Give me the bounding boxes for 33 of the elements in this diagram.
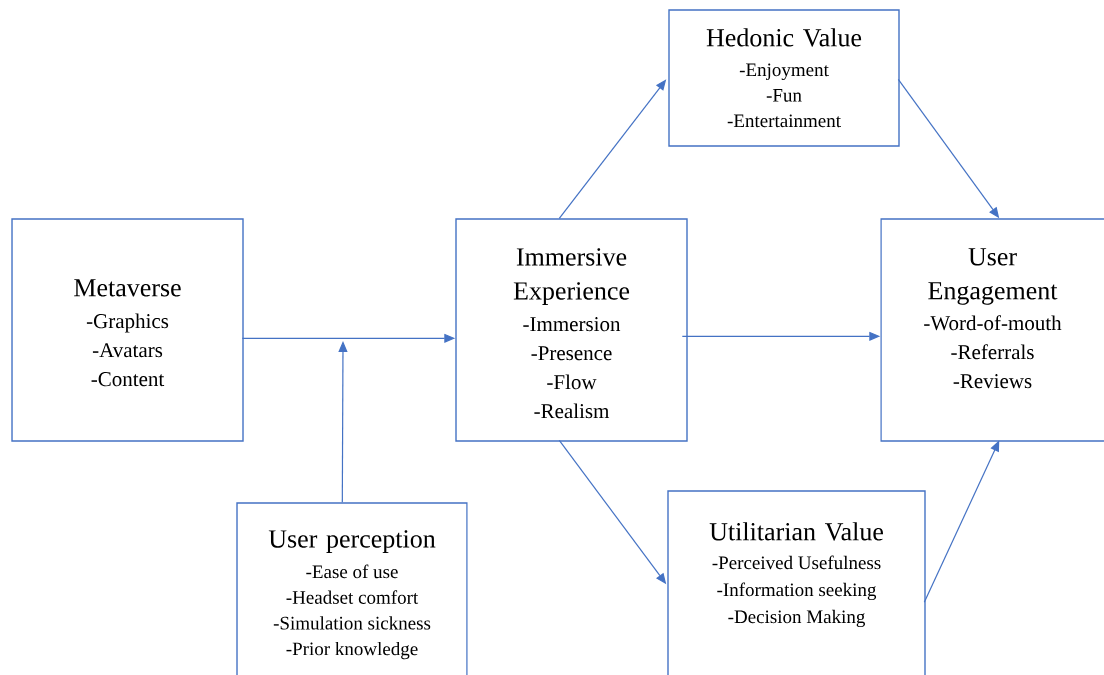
item-text: -Realism bbox=[534, 403, 610, 419]
item-text: -Fun bbox=[766, 89, 802, 102]
item-text: -Information seeking bbox=[717, 582, 877, 601]
item-text: -Prior knowledge bbox=[286, 641, 418, 660]
item-text: -Flow bbox=[547, 374, 597, 390]
item-text: -Ease of use bbox=[306, 564, 398, 579]
item-text: -Decision Making bbox=[728, 609, 865, 628]
concept-box bbox=[668, 9, 900, 147]
item-text: -Reviews bbox=[953, 374, 1032, 389]
item-text: -Content bbox=[91, 372, 165, 387]
concept-box bbox=[236, 502, 468, 675]
item-text: -Presence bbox=[531, 346, 612, 361]
concept-box bbox=[455, 218, 688, 442]
concept-box bbox=[11, 218, 244, 442]
item-text: -Headset comfort bbox=[286, 590, 419, 604]
item-text: -Enjoyment bbox=[739, 63, 829, 81]
box-heading: User perception bbox=[268, 530, 436, 553]
concept-box bbox=[880, 218, 1104, 442]
item-text: -Immersion bbox=[523, 317, 621, 332]
box-heading: Hedonic Value bbox=[706, 28, 862, 47]
item-text: -Word-of-mouth bbox=[924, 315, 1062, 331]
box-heading: Metaverse bbox=[74, 279, 181, 297]
arrow bbox=[338, 341, 348, 503]
concept-box bbox=[667, 490, 926, 675]
item-text: -Avatars bbox=[92, 343, 163, 358]
item-text: -Entertainment bbox=[727, 114, 841, 128]
box-heading: User Engagement bbox=[928, 248, 1058, 305]
item-text: -Perceived Usefulness bbox=[712, 555, 881, 570]
box-heading: Utilitarian Value bbox=[709, 522, 883, 541]
item-text: -Graphics bbox=[86, 313, 169, 333]
item-text: -Simulation sickness bbox=[273, 616, 431, 630]
box-heading: Immersive Experience bbox=[513, 248, 630, 305]
item-text: -Referrals bbox=[951, 344, 1034, 360]
